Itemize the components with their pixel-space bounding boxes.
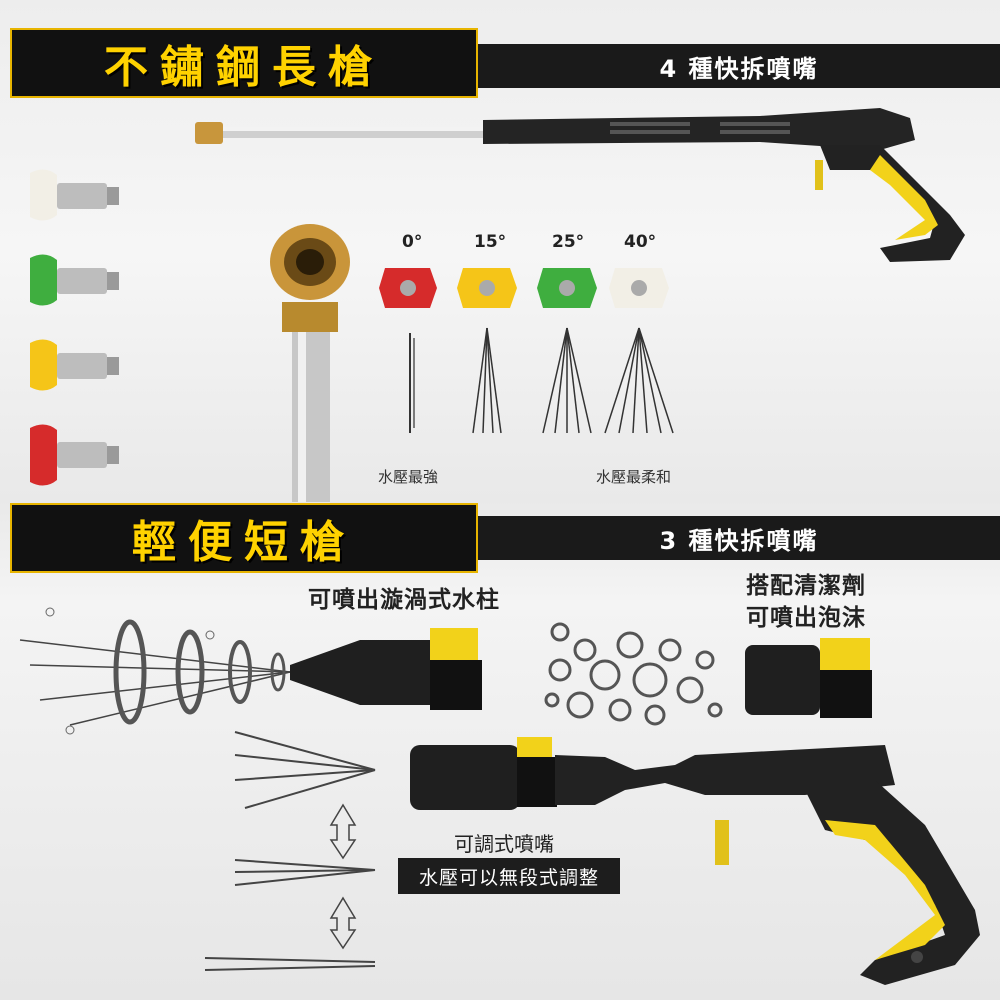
foam-nozzle-image [544,622,872,726]
long-gun-image [195,108,965,262]
four-nozzles-bar: 4 種快拆噴嘴 [478,44,1000,88]
nozzle-column [30,169,119,486]
softest-pressure-label: 水壓最柔和 [596,468,672,486]
angle-label-25: 25° [552,232,585,252]
long-gun-title-box: 不鏽鋼長槍 [10,28,478,98]
short-gun-title-box: 輕便短槍 [10,503,478,573]
vortex-nozzle-image [19,607,482,735]
three-nozzles-bar: 3 種快拆噴嘴 [478,516,1000,560]
three-nozzles-label: 3 種快拆噴嘴 [659,526,819,555]
vortex-label: 可噴出漩渦式水柱 [308,587,500,613]
spray-patterns [379,268,674,434]
adjustable-spray-image [204,731,376,971]
strongest-pressure-label: 水壓最強 [378,468,439,486]
quick-connector-image [270,224,350,502]
adjustable-nozzle-label: 可調式噴嘴 [454,832,554,856]
short-gun-image [410,737,980,985]
foam-label-line1: 搭配清潔劑 [746,573,866,599]
angle-label-15: 15° [474,232,507,252]
foam-label-line2: 可噴出泡沫 [746,605,866,631]
four-nozzles-label: 4 種快拆噴嘴 [659,54,819,83]
short-gun-title: 輕便短槍 [132,517,356,568]
stepless-pressure-label: 水壓可以無段式調整 [418,866,599,889]
angle-label-40: 40° [624,232,657,252]
long-gun-title: 不鏽鋼長槍 [104,42,384,93]
stepless-pressure-box: 水壓可以無段式調整 [398,858,620,894]
angle-label-0: 0° [402,232,423,252]
